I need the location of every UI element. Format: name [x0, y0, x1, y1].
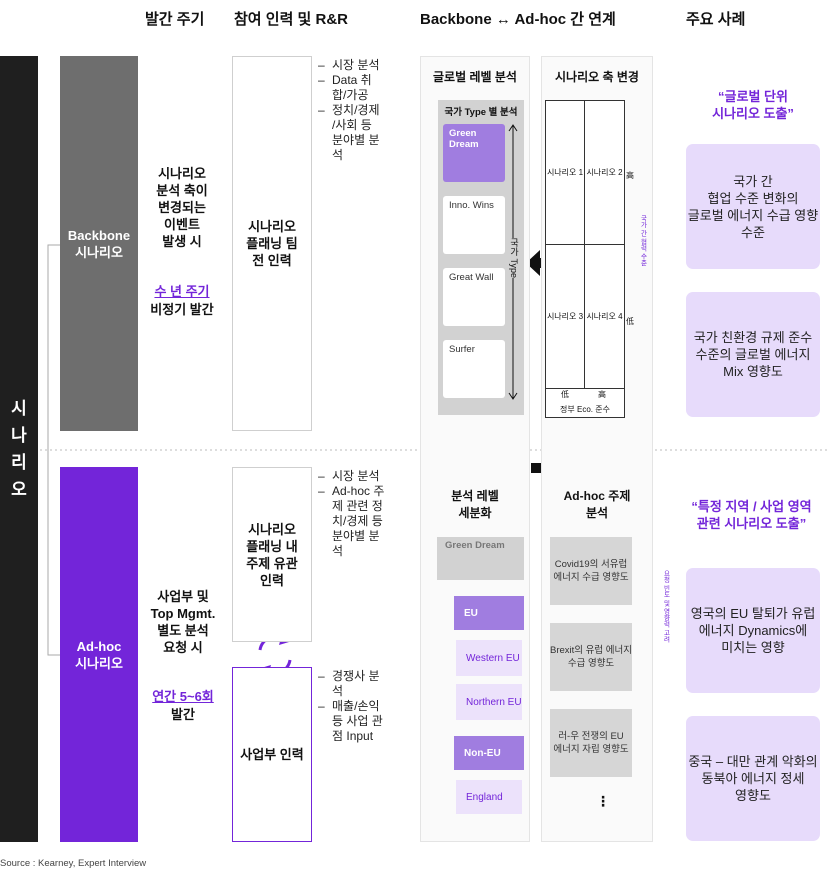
backbone-trigger-line: 발생 시: [162, 234, 202, 249]
side-scenario-bar: 시나리오: [0, 56, 38, 842]
adhoc-bar-label-2: 시나리오: [75, 655, 123, 671]
type-axis-label: 국가 Type: [508, 238, 521, 279]
adhoc-trigger-line: 사업부 및: [157, 589, 209, 604]
type-card: Great Wall: [443, 268, 505, 326]
adhoc-roles: –시장 분석 –Ad-hoc 주제 관련 정치/경제 등 분야별 분석: [318, 469, 386, 559]
y-axis-label: 국가 간 협력 수준: [639, 215, 646, 266]
backbone-bar: Backbone 시나리오: [60, 56, 138, 431]
backbone-team-box: 시나리오 플래닝 팀 전 인력: [232, 56, 312, 431]
biz-team-box: 사업부 인력: [232, 667, 312, 842]
sub-item: EU: [454, 596, 524, 630]
header-linkage: Backbone ↔ Ad-hoc 간 연계: [420, 11, 616, 28]
team-box-line: 전 인력: [252, 253, 292, 268]
header-cases: 주요 사례: [686, 11, 746, 28]
global-panel-title: 글로벌 레벨 분석: [433, 70, 517, 84]
role-item: –Data 취합/가공: [318, 73, 372, 102]
sub-panel-title: 분석 레벨 세분화: [420, 487, 530, 521]
backbone-trigger: 시나리오 분석 축이 변경되는 이벤트 발생 시: [142, 165, 222, 250]
team-box-line: 인력: [260, 572, 284, 588]
role-item: –시장 분석: [318, 58, 380, 72]
backbone-trigger-line: 분석 축이: [156, 183, 208, 198]
side-scenario-label: 시나리오: [11, 399, 27, 499]
sub-parent: Green Dream: [437, 537, 524, 580]
scenario-cell: 시나리오 2: [584, 100, 625, 245]
adhoc-trigger: 사업부 및 Top Mgmt. 별도 분석 요청 시: [140, 588, 226, 656]
adhoc-team-box: 시나리오 플래닝 내 주제 유관 인력: [232, 467, 312, 642]
role-item: –정치/경제 /사회 등 분야별 분석: [318, 103, 380, 162]
header-input: 참여 인력 및 R&R: [234, 11, 349, 28]
backbone-cycle-link: 수 년 주기: [154, 284, 210, 299]
adhoc-panel-title-1: Ad-hoc 주제: [563, 489, 631, 503]
backbone-cycle-rest: 비정기 발간: [150, 302, 214, 317]
adhoc-vertical-note: 요청 빈도 및 영향력 고려: [662, 570, 669, 643]
adhoc-panel-title: Ad-hoc 주제 분석: [541, 487, 653, 521]
adhoc-panel-title-2: 분석: [585, 506, 609, 520]
sub-item: Northern EU: [456, 684, 522, 720]
more-icon: ⋮: [596, 793, 610, 809]
adhoc-bar-label-1: Ad-hoc: [76, 638, 122, 654]
x-high-label: 高: [598, 390, 606, 399]
backbone-roles: –시장 분석 –Data 취합/가공 –정치/경제 /사회 등 분야별 분석: [318, 58, 386, 163]
role-item: –시장 분석: [318, 469, 380, 483]
biz-roles: –경쟁사 분석 –매출/손익 등 사업 관점 Input: [318, 669, 386, 744]
y-low-label: 低: [626, 317, 634, 326]
biz-team-label: 사업부 인력: [240, 747, 304, 762]
backbone-trigger-line: 변경되는: [158, 200, 206, 215]
sub-item: Non-EU: [454, 736, 524, 770]
type-box-subtitle: 국가 Type 별 분석: [444, 107, 518, 118]
role-item: –매출/손익 등 사업 관점 Input: [318, 699, 383, 743]
role-item: –경쟁사 분석: [318, 669, 380, 698]
backbone-bar-label-2: 시나리오: [75, 244, 123, 260]
team-box-line: 주제 유관: [246, 555, 298, 571]
x-low-label: 低: [561, 390, 569, 399]
team-box-line: 시나리오: [248, 219, 296, 234]
scenario-cell: 시나리오 4: [584, 244, 625, 389]
scenario-panel-title: 시나리오 축 변경: [555, 70, 639, 84]
adhoc-bar: Ad-hoc 시나리오: [60, 467, 138, 842]
header-cycle: 발간 주기: [145, 11, 205, 28]
team-box-line: 플래닝 팀: [246, 236, 298, 251]
adhoc-trigger-line: 요청 시: [163, 640, 203, 655]
sub-item: England: [456, 780, 522, 814]
type-card: Surfer: [443, 340, 505, 398]
adhoc-trigger-line: 별도 분석: [157, 623, 209, 638]
sub-panel-title-2: 세분화: [458, 506, 492, 520]
x-axis-label: 정부 Eco. 준수: [560, 405, 610, 414]
adhoc-trigger-line: Top Mgmt.: [150, 606, 216, 621]
scenario-cell: 시나리오 3: [545, 244, 585, 389]
adhoc-cycle: 연간 5~6회 발간: [140, 688, 226, 724]
backbone-trigger-line: 시나리오: [158, 166, 206, 181]
backbone-cycle: 수 년 주기 비정기 발간: [142, 283, 222, 319]
team-box-line: 시나리오: [248, 521, 296, 537]
type-card: Green Dream: [443, 124, 505, 182]
role-item: –Ad-hoc 주제 관련 정치/경제 등 분야별 분석: [318, 484, 385, 558]
team-box-line: 플래닝 내: [246, 538, 298, 554]
backbone-trigger-line: 이벤트: [164, 217, 200, 232]
type-card: Inno. Wins: [443, 196, 505, 254]
source-note: Source : Kearney, Expert Interview: [0, 858, 147, 869]
adhoc-cycle-link: 연간 5~6회: [152, 689, 214, 704]
scenario-cell: 시나리오 1: [545, 100, 585, 245]
adhoc-cycle-rest: 발간: [171, 707, 195, 722]
sub-panel-title-1: 분석 레벨: [451, 489, 499, 503]
sub-item: Western EU: [456, 640, 522, 676]
y-high-label: 高: [626, 171, 634, 180]
backbone-bar-label-1: Backbone: [67, 227, 131, 243]
